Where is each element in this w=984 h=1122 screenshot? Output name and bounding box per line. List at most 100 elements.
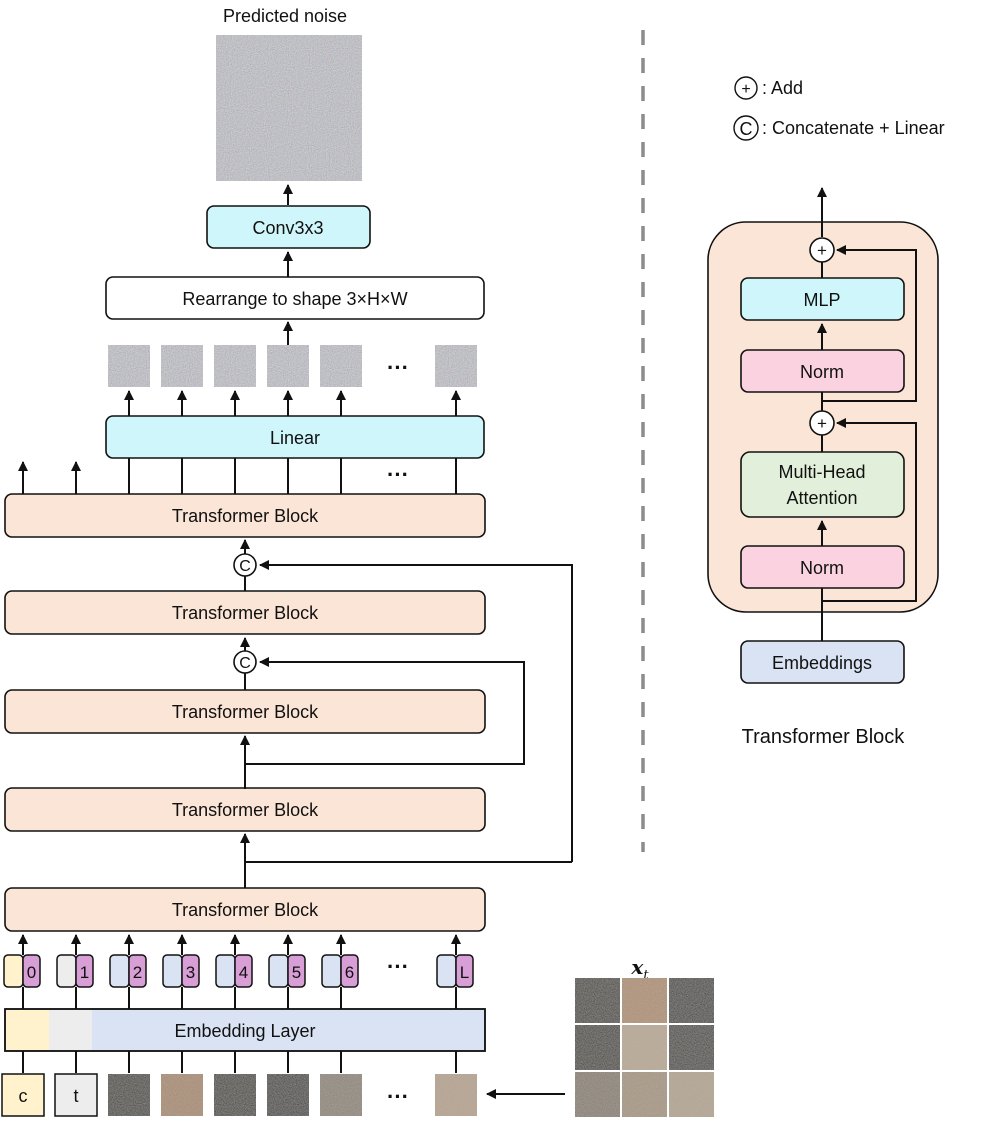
detail-residual-top [822,245,917,402]
skip-connection-short [245,657,525,765]
xt-patch [669,1025,714,1070]
xt-patch [622,1025,667,1070]
xt-patch [622,978,667,1023]
input-image-patch [320,1074,362,1116]
token-ellipsis: ··· [387,954,409,979]
token-4: 4 [215,954,253,988]
transformer-block-box [4,493,486,538]
detail-add-node-top-symbol: + [817,241,827,260]
output-noise-patch [435,345,477,387]
legend-concat-label: : Concatenate + Linear [762,118,945,138]
token-index-label: 6 [345,963,354,982]
xt-noisy-image-grid [575,978,714,1117]
xt-label: xt [630,955,649,983]
conv3x3-block [206,205,371,249]
token-embedding-part [215,954,236,988]
token-index-label: 3 [186,963,195,982]
token-position-part [287,954,306,988]
rearrange-label: Rearrange to shape 3×H×W [182,289,407,309]
xt-patch [669,1072,714,1117]
linear-block [105,415,485,459]
detail-norm-top-label: Norm [800,362,844,382]
output-patches-ellipsis: ··· [387,355,409,380]
detail-attention-line2: Attention [786,488,857,508]
transformer-block: Transformer Block [4,689,486,734]
embedding-layer-border [4,1008,486,1052]
token-embedding-part [321,954,342,988]
transformer-block-label: Transformer Block [172,800,319,820]
detail-attention-line1: Multi-Head [778,462,865,482]
predicted-noise-title: Predicted noise [223,6,347,26]
legend-add-label: : Add [762,78,803,98]
linear-wires [18,390,461,494]
token-5: 5 [268,954,306,988]
transformer-block-label: Transformer Block [172,603,319,623]
token-position-part [181,954,200,988]
token-index-label: 1 [80,963,89,982]
detail-attention-block [740,451,905,518]
output-noise-patch [214,345,256,387]
token-embedding-part [268,954,289,988]
token-position-part [340,954,359,988]
xt-patch [622,1072,667,1117]
detail-title: Transformer Block [742,726,906,748]
token-position-part [75,954,94,988]
token-embedding-part [109,954,130,988]
xt-patch [575,1072,620,1117]
token-embedding-part [436,954,457,988]
input-image-patch [267,1074,309,1116]
xt-patch [575,978,620,1023]
detail-add-node-bottom-symbol: + [817,414,827,433]
token-index-label: L [460,963,469,982]
input-image-patch [435,1074,477,1116]
token-position-part [234,954,253,988]
input-image-patch [108,1074,150,1116]
token-embedding-part [3,954,24,988]
rearrange-block [105,276,485,320]
linear-label: Linear [270,428,320,448]
embedding-cond-c-region [6,1010,49,1050]
transformer-block-label: Transformer Block [172,506,319,526]
legend-concat-icon [733,115,759,141]
token-embedding-part [56,954,77,988]
token-index-label: 0 [27,963,36,982]
embedding-layer-label: Embedding Layer [174,1021,315,1041]
detail-residual-bottom [822,418,917,602]
input-t-box [54,1073,98,1117]
input-t-label: t [73,1086,78,1106]
token-embedding-part [162,954,183,988]
transformer-block: Transformer Block [4,887,486,932]
token-position-part [22,954,41,988]
token-position-part [128,954,147,988]
token-wires [18,934,461,1073]
embedding-cond-t-region [49,1010,92,1050]
input-image-patch [161,1074,203,1116]
detail-mlp-block [740,277,905,321]
legend-add-symbol: + [741,81,750,98]
output-noise-patch [267,345,309,387]
transformer-block: Transformer Block [4,493,486,538]
token-2: 2 [109,954,147,988]
output-noise-patch [320,345,362,387]
detail-embeddings-label: Embeddings [772,653,872,673]
input-c-label: c [19,1086,28,1106]
detail-embeddings-block [740,640,905,684]
token-position-part [455,954,474,988]
input-c-box [1,1073,45,1117]
concat-node-1-symbol: C [239,558,251,575]
xt-patch [575,1025,620,1070]
output-noise-patches [108,345,477,387]
transformer-block: Transformer Block [4,787,486,832]
transformer-block-label: Transformer Block [172,900,319,920]
input-image-patch [214,1074,256,1116]
output-noise-patch [161,345,203,387]
xt-patch [669,978,714,1023]
output-noise-patch [108,345,150,387]
token-1: 1 [56,954,94,988]
predicted-noise-image [216,35,362,181]
legend-add-icon [734,76,758,100]
input-ellipsis: ··· [387,1084,409,1109]
